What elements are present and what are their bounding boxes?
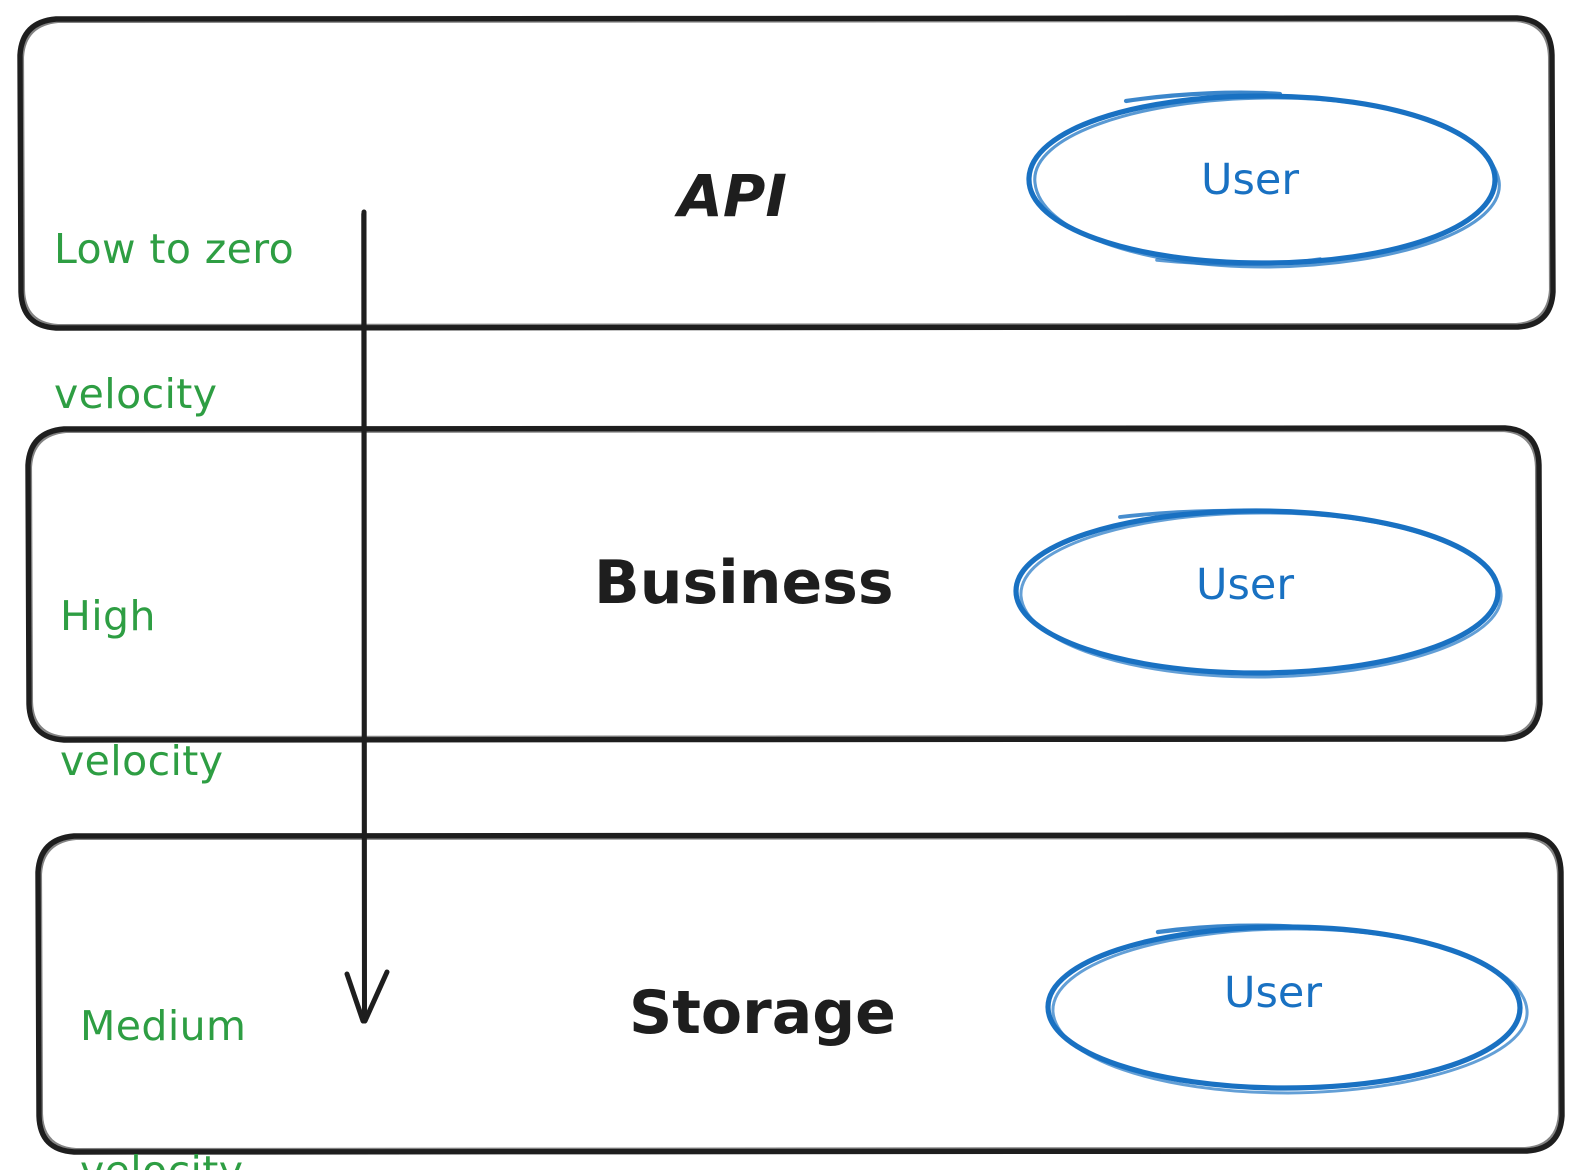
lane-region-business[interactable] — [28, 428, 1540, 740]
actor-ellipse-business[interactable] — [1013, 508, 1503, 679]
lane-region-storage[interactable] — [38, 835, 1562, 1152]
lane-region-api[interactable] — [20, 18, 1553, 328]
actor-ellipse-storage[interactable] — [1045, 923, 1529, 1095]
downward-velocity-arrow[interactable] — [344, 209, 390, 1024]
lane-box-api[interactable] — [17, 15, 1556, 331]
lane-box-business[interactable] — [25, 425, 1543, 743]
lane-box-storage[interactable] — [35, 832, 1565, 1155]
actor-ellipse-api[interactable] — [1026, 90, 1501, 269]
